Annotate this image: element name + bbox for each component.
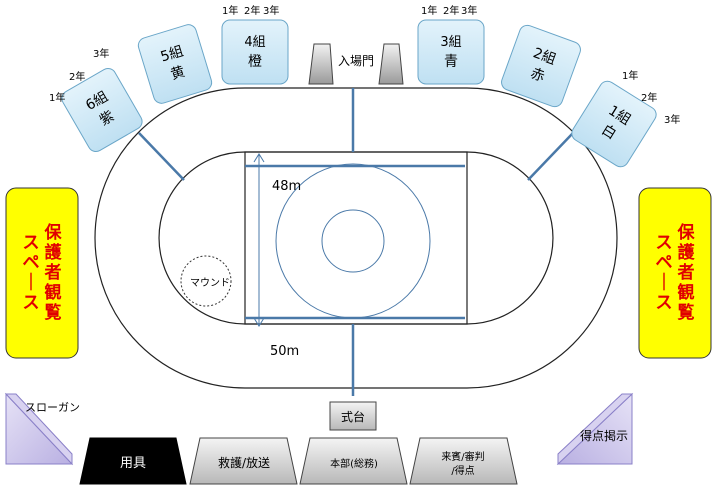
tent-guests-referees-label-2: /得点 (451, 465, 474, 477)
tent-headquarters (299, 437, 408, 485)
tent-guests-referees-label-1: 来賓/審判 (441, 450, 484, 463)
class-box-6: 6組 紫 (61, 67, 143, 153)
class-2-number: 2組 (531, 45, 558, 68)
class-5-color: 黄 (169, 63, 187, 83)
grade-2-label-class6: 2年 (69, 70, 85, 83)
class-box-3: 3組 青 (417, 19, 485, 85)
grade-2-label-class4: 2年 (244, 4, 260, 17)
class-box-5: 5組 黄 (137, 24, 213, 104)
class-3-color: 青 (444, 54, 458, 70)
tent-equipment-label: 用具 (120, 456, 146, 471)
grade-3-label-class6: 3年 (93, 47, 109, 60)
entrance-gate-right-post (378, 43, 404, 85)
grade-1-label-class3: 1年 (421, 4, 437, 17)
class-box-2: 2組 赤 (501, 24, 581, 108)
grade-1-label-class1: 1年 (622, 69, 638, 82)
podium-label: 式台 (341, 409, 365, 424)
right-diagonal-line (527, 132, 574, 181)
guardian-left-text: 保護者観覧スペ｜ス (23, 222, 63, 323)
entrance-label: 入場門 (338, 54, 374, 68)
class-5-number: 5組 (159, 43, 186, 65)
class-4-number: 4組 (244, 35, 265, 50)
class-3-number: 3組 (440, 35, 461, 50)
dimension-50m-label: 50m (270, 344, 299, 359)
grade-2-label-class1: 2年 (641, 91, 657, 104)
tent-guests-referees (409, 437, 518, 485)
class-box-4: 4組 橙 (221, 19, 289, 85)
class-4-color: 橙 (248, 54, 262, 70)
score-board-label: 得点掲示 (580, 428, 628, 443)
mound-label: マウンド (190, 277, 230, 289)
grade-1-label-class4: 1年 (222, 4, 238, 17)
tent-first-aid-broadcast-label: 救護/放送 (218, 455, 270, 470)
guardian-space-left (5, 187, 79, 359)
tent-headquarters-label: 本部(総務) (330, 457, 378, 470)
class-6-color: 紫 (97, 108, 117, 129)
podium-box (329, 401, 377, 431)
tent-equipment (79, 437, 187, 485)
mound (180, 255, 232, 307)
grade-3-label-class4: 3年 (263, 4, 279, 17)
guardian-right-text-glyphs: 保護者観覧スペ｜ス (656, 222, 696, 323)
guardian-left-text-glyphs: 保護者観覧スペ｜ス (23, 222, 63, 323)
field-rectangle (244, 151, 468, 325)
grade-1-label-class6: 1年 (49, 91, 65, 104)
inner-circle (321, 209, 385, 273)
left-diagonal-line (138, 132, 185, 181)
slogan-label: スローガン (25, 401, 80, 414)
class-2-color: 赤 (528, 65, 547, 85)
outer-circle (275, 163, 431, 319)
guardian-right-text: 保護者観覧スペ｜ス (656, 222, 696, 323)
grade-3-label-class1: 3年 (664, 113, 680, 126)
entrance-gate-left-post (308, 43, 334, 85)
grade-2-label-class3: 2年 (443, 4, 459, 17)
dimension-48m-label: 48m (272, 179, 301, 194)
class-box-1: 1組 白 (571, 80, 657, 168)
tent-first-aid-broadcast (189, 437, 298, 485)
grade-3-label-class3: 3年 (461, 4, 477, 17)
guardian-space-right (638, 187, 712, 359)
